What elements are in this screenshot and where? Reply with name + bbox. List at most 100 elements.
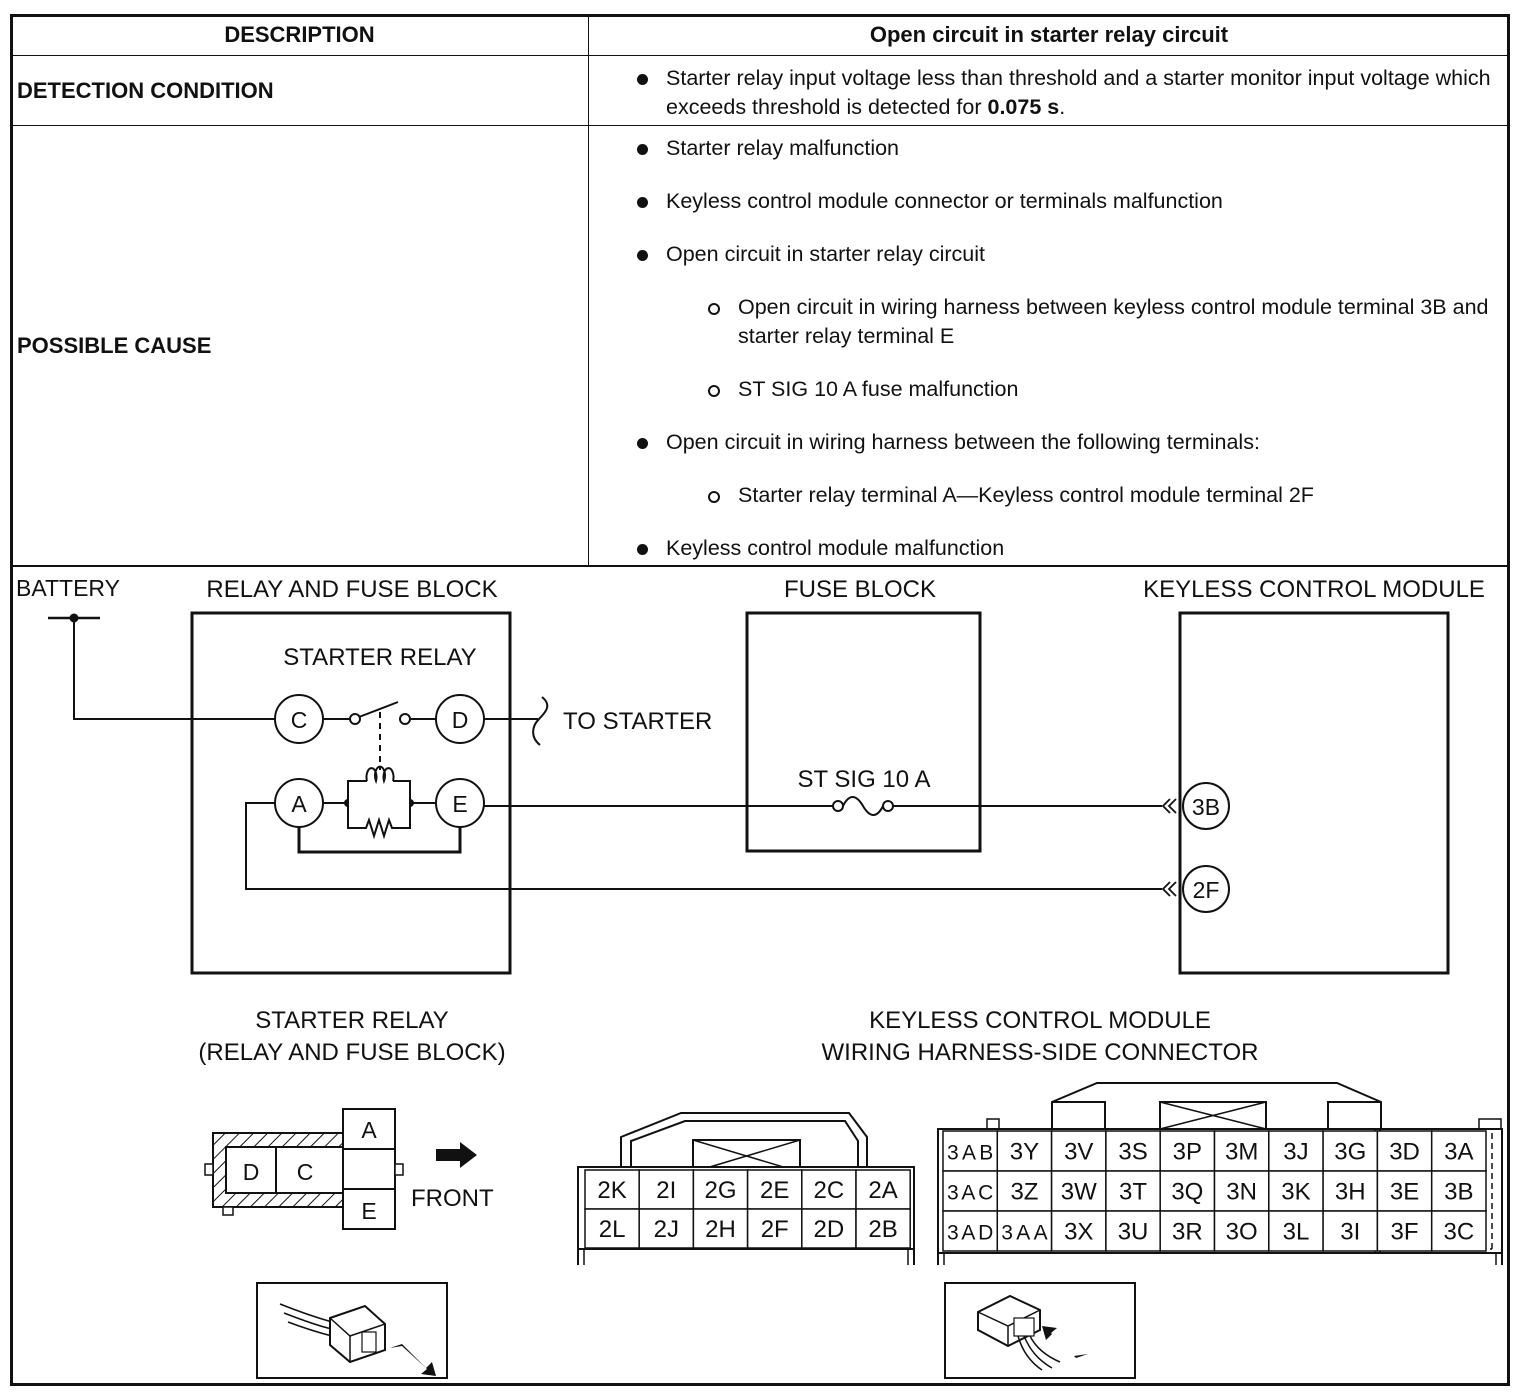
detection-text: Starter relay input voltage less than th… [589, 64, 1509, 122]
connector-pin-cell [1376, 1170, 1433, 1212]
cause-subitem: Starter relay terminal A—Keyless control… [589, 481, 1509, 510]
connector-pin-label: 3T [1119, 1179, 1147, 1206]
connector-pin-label: 3J [1283, 1139, 1308, 1166]
connector-pin-cell [1105, 1170, 1161, 1212]
battery-wire [73, 618, 276, 720]
connector-pin-cell [1159, 1170, 1216, 1212]
connector-pin-cell [996, 1170, 1053, 1212]
connector-pin-label: 2H [705, 1216, 736, 1243]
module-connector-subtitle: WIRING HARNESS-SIDE CONNECTOR [822, 1039, 1259, 1066]
terminal-c [274, 694, 324, 744]
connector-pin-label: 2C [814, 1177, 845, 1204]
connector-pin-label: 2A [868, 1177, 897, 1204]
relay-connector-title: STARTER RELAY [255, 1007, 448, 1034]
keyless-module-box [1178, 611, 1450, 975]
connector-pin-cell [1050, 1170, 1107, 1212]
connector-pin-label: 2B [868, 1216, 897, 1243]
module-connector-title: KEYLESS CONTROL MODULE [869, 1007, 1211, 1034]
connector-pin-cell [996, 1210, 1053, 1252]
connector-pin-label: 3AB [947, 1142, 993, 1165]
connector-pin-label: 2E [760, 1177, 789, 1204]
connector-pin-cell [1430, 1130, 1487, 1172]
wire-a-to-2f [245, 802, 1162, 890]
connector-pin-cell [855, 1169, 911, 1210]
fuse-block-label: FUSE BLOCK [784, 576, 936, 603]
connector-pin-label: 3M [1225, 1139, 1258, 1166]
connector-pin-label: 3Y [1010, 1139, 1039, 1166]
connector-pin-cell [584, 1169, 640, 1210]
cause-subitem: ST SIG 10 A fuse malfunction [589, 375, 1509, 404]
connector-pin-label: 3S [1118, 1139, 1147, 1166]
connector-pin-cell [1430, 1170, 1487, 1212]
connector-pin-cell [746, 1208, 803, 1249]
description-table: DESCRIPTION Open circuit in starter rela… [10, 14, 1510, 567]
svg-text:E: E [452, 791, 467, 817]
cause-row: POSSIBLE CAUSE Starter relay malfunction… [10, 125, 1510, 567]
connector-pin-label: 3G [1334, 1139, 1366, 1166]
terminal-3b [1182, 782, 1230, 830]
connector-pin-cell [746, 1169, 803, 1210]
connector-pin-label: 3Z [1010, 1179, 1038, 1206]
header-title: Open circuit in starter relay circuit [588, 14, 1510, 56]
connector-pin-cell [1430, 1210, 1487, 1252]
connector-pin-cell [942, 1210, 999, 1252]
connector-pin-label: 3W [1061, 1179, 1097, 1206]
relay-fuse-block-box [190, 611, 512, 975]
connector-pin-label: 2I [656, 1177, 676, 1204]
relay-pin: D [243, 1159, 260, 1185]
connector-pin-cell [1322, 1210, 1379, 1252]
connector-pin-label: 2D [814, 1216, 845, 1243]
connector-pin-label: 2L [599, 1216, 626, 1243]
connector-pin-label: 3R [1172, 1219, 1203, 1246]
connector-pin-label: 3H [1335, 1179, 1366, 1206]
connector-pin-cell [1213, 1210, 1270, 1252]
front-label: FRONT [411, 1185, 494, 1212]
svg-text:A: A [291, 791, 307, 817]
connector-pin-label: 2F [761, 1216, 789, 1243]
relay-connector-subtitle: (RELAY AND FUSE BLOCK) [198, 1039, 505, 1066]
connector-pin-cell [638, 1208, 695, 1249]
connector-pin-cell [1105, 1210, 1161, 1252]
to-starter-break [532, 696, 549, 746]
connector-pin-label: 3B [1444, 1179, 1473, 1206]
connector-pin-cell [996, 1130, 1053, 1172]
terminal-e [435, 778, 485, 828]
cause-item: Keyless control module connector or term… [589, 187, 1509, 216]
relay-pin: E [361, 1198, 376, 1224]
relay-block-label: RELAY AND FUSE BLOCK [206, 576, 497, 603]
connector-pin-cell [855, 1208, 911, 1249]
connector-pin-label: 3K [1281, 1179, 1310, 1206]
connector-pin-label: 2J [654, 1216, 679, 1243]
relay-pin: C [297, 1159, 314, 1185]
svg-text:3B: 3B [1192, 794, 1220, 820]
connector-pin-cell [584, 1208, 640, 1249]
relay-pin: A [361, 1117, 377, 1143]
connector-pin-label: 3P [1173, 1139, 1202, 1166]
connector-pin-label: 3N [1226, 1179, 1257, 1206]
connector-pin-label: 3Q [1171, 1179, 1203, 1206]
relay-connector-view-icon [256, 1282, 448, 1379]
cause-item: Open circuit in wiring harness between t… [589, 428, 1509, 457]
connector-pin-label: 3AA [1001, 1222, 1047, 1245]
svg-text:D: D [452, 707, 469, 733]
connector-pin-label: 3V [1064, 1139, 1093, 1166]
connector-pin-label: 3AC [947, 1182, 993, 1205]
table-header-row: DESCRIPTION Open circuit in starter rela… [10, 14, 1510, 56]
connector-pin-cell [1376, 1210, 1433, 1252]
detection-cell: Starter relay input voltage less than th… [588, 55, 1510, 126]
connector-pin-cell [1322, 1130, 1379, 1172]
connector-pin-label: 3E [1390, 1179, 1419, 1206]
connector-pin-cell [692, 1169, 749, 1210]
connector-pin-cell [1268, 1170, 1324, 1212]
connector-pin-label: 3D [1389, 1139, 1420, 1166]
fuse-block-box [745, 611, 982, 853]
to-starter-label: TO STARTER [563, 708, 712, 735]
connector-pin-cell [1376, 1130, 1433, 1172]
cause-cell: Starter relay malfunction Keyless contro… [588, 125, 1510, 567]
battery-label: BATTERY [16, 575, 120, 601]
connector-pin-label: 3C [1444, 1219, 1475, 1246]
fuse-label: ST SIG 10 A [798, 766, 931, 793]
terminal-2f [1182, 865, 1230, 913]
